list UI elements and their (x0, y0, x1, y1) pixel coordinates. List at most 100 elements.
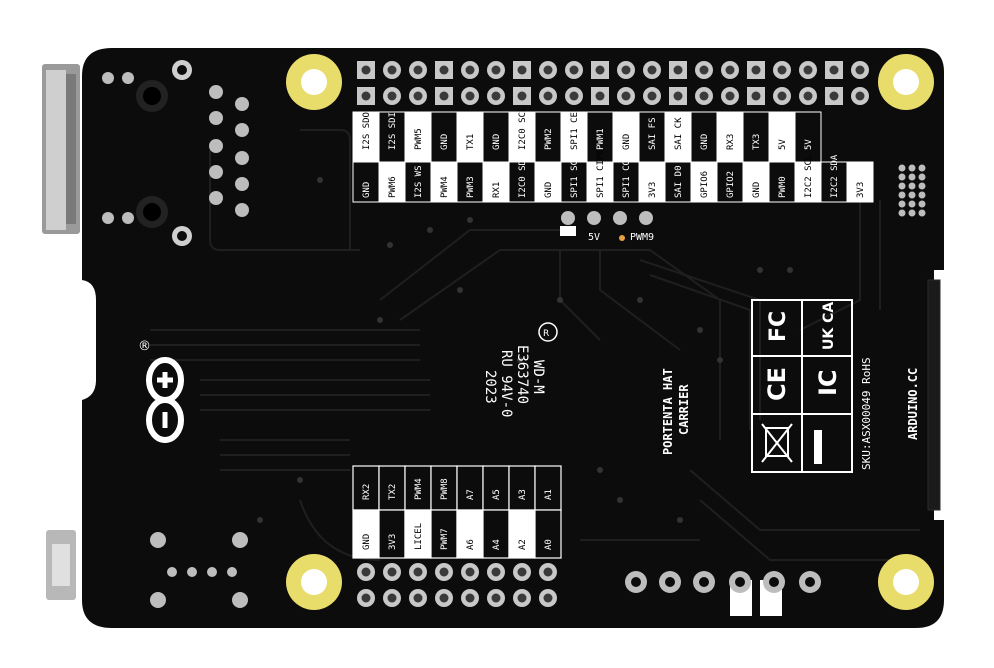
top-pin-label: SPI1 SCK (570, 154, 580, 198)
usb-connector (46, 530, 76, 600)
top-pin-label: GPIO2 (726, 171, 736, 198)
header-pin (461, 589, 479, 607)
cert-ic: IC (814, 369, 842, 396)
pcb-vias (257, 177, 793, 523)
header-pin (643, 61, 661, 79)
top-pin-label: I2S SDO (362, 112, 372, 150)
cert-ce: CE (763, 367, 791, 401)
bottom-pin-label: TX2 (388, 484, 398, 500)
top-pin-label: SPI1 CIPO (596, 149, 606, 198)
header-pin (383, 61, 401, 79)
header-pin (435, 61, 453, 79)
top-pin-label: I2S SDI (388, 112, 398, 150)
bottom-pin-label: LICEL (414, 523, 424, 550)
small-pad (908, 164, 916, 172)
header-pin (825, 87, 843, 105)
top-pin-label: PWM3 (466, 176, 476, 198)
header-pin (383, 589, 401, 607)
header-pin (539, 87, 557, 105)
ethernet-pads (102, 60, 249, 246)
header-pin (825, 61, 843, 79)
top-pin-label: TX1 (466, 134, 476, 150)
bottom-pin-label: A2 (518, 539, 528, 550)
top-pin-label: GND (752, 182, 762, 198)
bottom-pin-label: PWM8 (440, 478, 450, 500)
top-pin-label: TX3 (752, 134, 762, 150)
header-pin (357, 61, 375, 79)
top-pin-label: I2S WS (414, 165, 424, 198)
header-pin (565, 61, 583, 79)
top-pin-label: SPI1 CE (570, 112, 580, 150)
small-pad (918, 164, 926, 172)
top-pin-label: RX3 (726, 134, 736, 150)
bottom-pin-label: 3V3 (388, 534, 398, 550)
marking-wdm: WD-M (530, 360, 546, 394)
bottom-pin-header (357, 563, 557, 607)
header-pin (357, 87, 375, 105)
top-pin-label: SAI D0 (674, 165, 684, 198)
pcb-traces (150, 129, 920, 561)
header-pin (435, 563, 453, 581)
top-pin-label: 5V (778, 139, 788, 150)
header-pin (461, 87, 479, 105)
top-pin-label: GND (492, 134, 502, 150)
small-pad (908, 182, 916, 190)
small-pad (898, 164, 906, 172)
header-pin (591, 61, 609, 79)
cert-fc: FC (766, 311, 791, 342)
sku-label: SKU:ASX00049 RoHS (860, 357, 873, 470)
top-pin-label: PWM4 (440, 176, 450, 198)
small-pad (918, 209, 926, 217)
header-pin (487, 589, 505, 607)
registered-mark: ® (138, 339, 151, 354)
arduino-logo (146, 357, 184, 443)
weee-bin-icon (761, 423, 793, 463)
bottom-pin-label: A0 (544, 539, 554, 550)
usb-pads (150, 532, 248, 608)
bottom-pin-label: A1 (544, 489, 554, 500)
header-pin (383, 87, 401, 105)
small-pad (908, 209, 916, 217)
small-pad (898, 191, 906, 199)
header-pin (539, 563, 557, 581)
header-pin (513, 87, 531, 105)
header-pin (487, 563, 505, 581)
label-pwm9: PWM9 (630, 232, 654, 243)
bottom-pin-label: A4 (492, 539, 502, 550)
edge-connector (927, 279, 941, 511)
header-pin (409, 589, 427, 607)
top-pin-label: GPIO6 (700, 171, 710, 198)
header-pin (487, 87, 505, 105)
header-pin (383, 563, 401, 581)
cert-ukca: UK CA (821, 302, 837, 350)
bottom-pin-label: A7 (466, 489, 476, 500)
header-pin (617, 87, 635, 105)
bottom-pin-label: A6 (466, 539, 476, 550)
header-pin (695, 87, 713, 105)
product-line2: CARRIER (677, 384, 691, 435)
top-pin-label: 3V3 (648, 182, 658, 198)
top-pin-label: I2C2 SCL (804, 155, 814, 198)
top-pin-label: PWM0 (778, 176, 788, 198)
ethernet-jack (42, 64, 80, 234)
certification-block: FC UK CA CE IC (751, 299, 853, 473)
header-pin (409, 87, 427, 105)
header-pin (695, 61, 713, 79)
aux-pads: 5V PWM9 (560, 211, 654, 243)
label-5v: 5V (588, 232, 600, 243)
svg-text:R: R (543, 329, 549, 339)
small-pad (918, 173, 926, 181)
top-pin-header (357, 61, 869, 105)
header-pin (409, 61, 427, 79)
top-pin-label: I2C0 SDA (518, 154, 528, 198)
small-pad (898, 209, 906, 217)
top-pin-label: RX1 (492, 182, 502, 198)
header-pin (747, 87, 765, 105)
small-pad (898, 182, 906, 190)
bottom-pin-label: PWM7 (440, 528, 450, 550)
header-pin (851, 87, 869, 105)
bottom-header-silkscreen: RX2GNDTX23V3PWM4LICELPWM8PWM7A7A6A5A4A3A… (352, 465, 562, 559)
top-pin-label: PWM6 (388, 176, 398, 198)
top-pin-label: 3V3 (856, 182, 866, 198)
